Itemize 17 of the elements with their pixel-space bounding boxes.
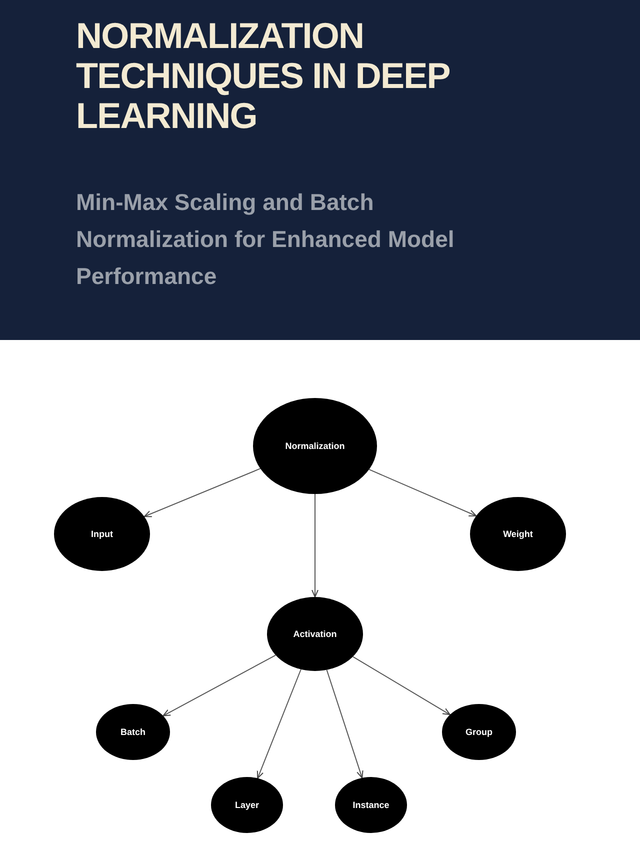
node-label: Weight	[503, 528, 533, 540]
title: NORMALIZATION TECHNIQUES IN DEEP LEARNING	[76, 16, 450, 136]
node-label: Input	[91, 528, 113, 540]
arrow	[144, 468, 261, 518]
arrow	[326, 669, 364, 778]
node-label: Normalization	[285, 440, 345, 452]
node-label: Group	[466, 726, 492, 738]
arrow	[352, 656, 450, 716]
arrow	[368, 468, 477, 516]
node-label: Instance	[352, 800, 390, 810]
node-label: Activation	[293, 628, 337, 640]
arrow	[312, 494, 318, 598]
node-label: Layer	[234, 800, 260, 810]
arrow	[162, 654, 276, 716]
arrow	[256, 668, 302, 779]
subtitle: Min-Max Scaling and Batch Normalization for Enhanced Model Performance	[76, 188, 456, 291]
node-label: Batch	[120, 726, 146, 738]
